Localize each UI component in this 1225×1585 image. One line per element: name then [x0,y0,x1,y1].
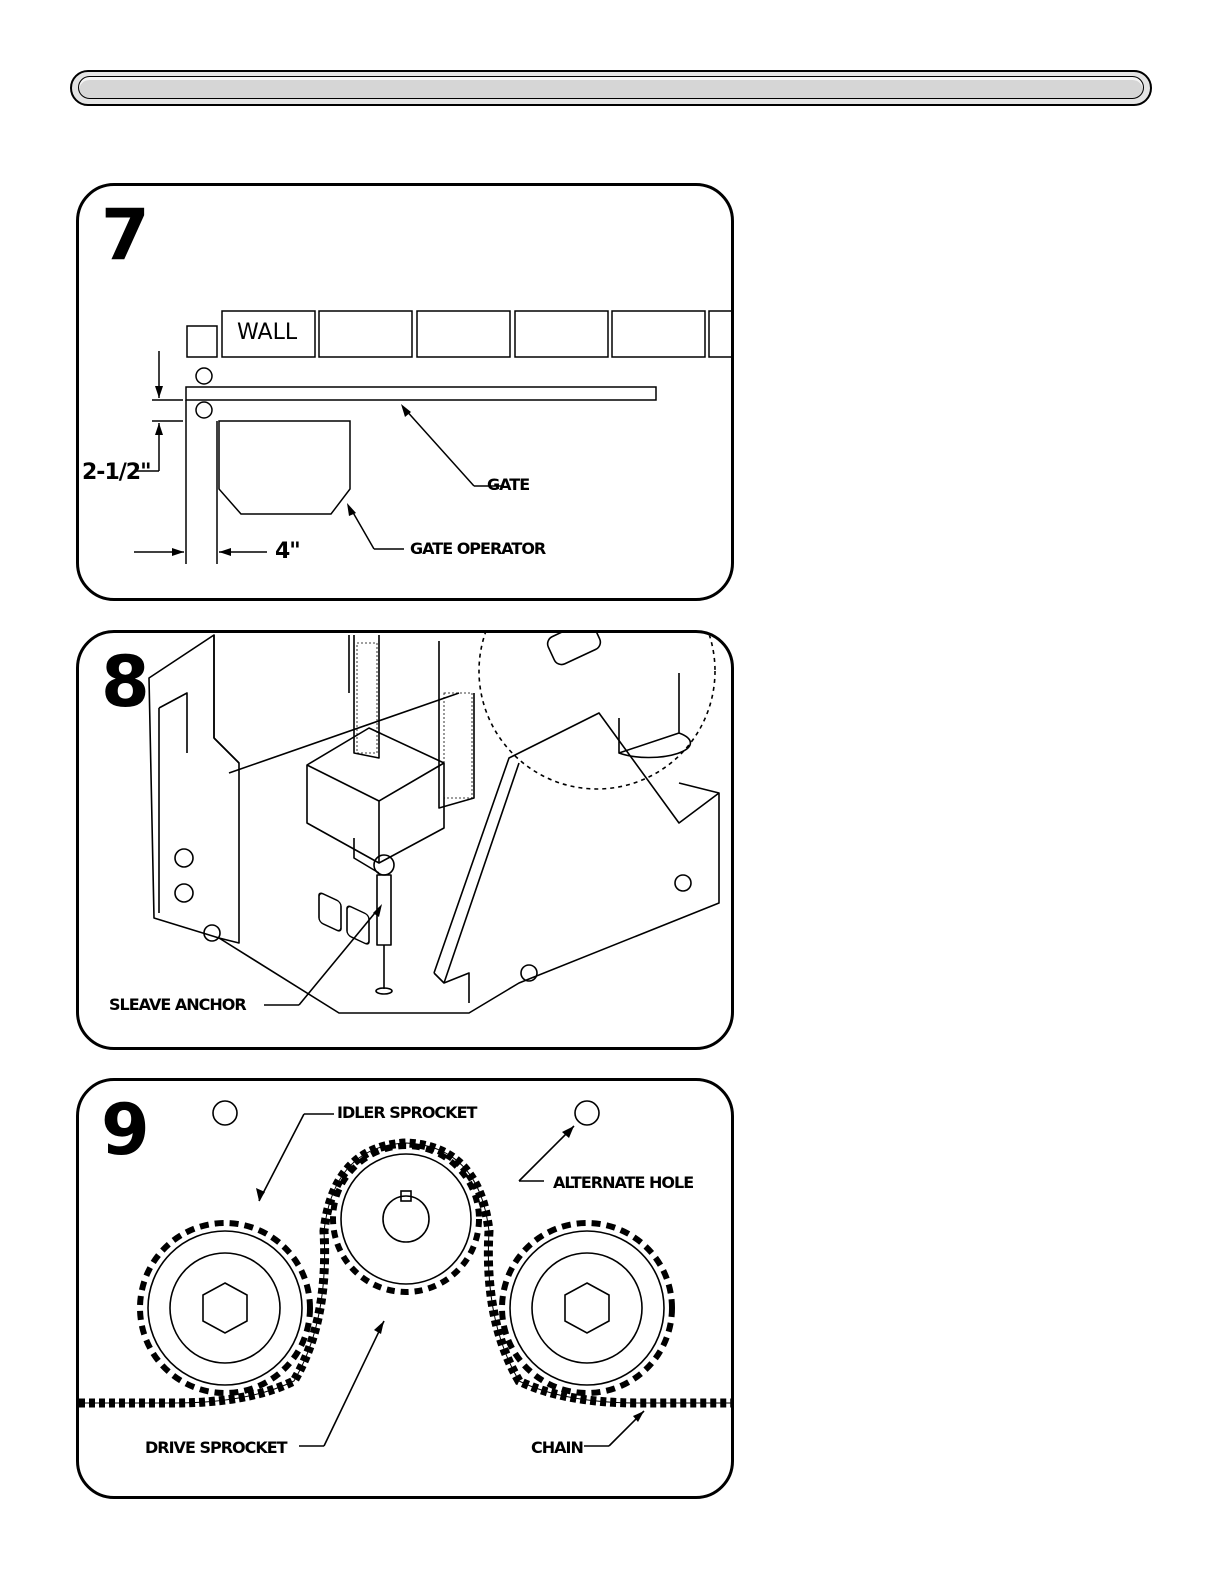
step-7-panel: 7 WALL GATE GATE OPERATOR 2-1/2" 4" [76,183,734,601]
idler-sprocket-label: IDLER SPROCKET [337,1103,476,1122]
left-bracket [149,635,239,943]
step-number: 7 [101,200,148,270]
wall-block [319,311,412,357]
gate-label: GATE [487,475,529,494]
alternate-hole [575,1101,599,1125]
wall-post [187,326,217,357]
chain-label: CHAIN [531,1438,583,1457]
right-hex-nut [565,1283,609,1333]
step-number: 9 [101,1095,148,1165]
sleave-anchor-label: SLEAVE ANCHOR [109,995,246,1014]
step-number: 8 [101,647,148,717]
wall-block [515,311,608,357]
gate-layout-diagram [79,186,734,601]
wall-block [612,311,705,357]
roller-top [196,368,212,384]
header-bar-inner [78,76,1144,99]
alternate-hole-label: ALTERNATE HOLE [553,1173,693,1192]
mounting-hole [213,1101,237,1125]
step-9-panel: 9 IDLER SPROCKET ALTERNATE HOLE DRIVE SP… [76,1078,734,1499]
left-hex-nut [203,1283,247,1333]
gate-operator-shape [219,421,350,514]
gate-bar [186,387,656,400]
drive-sprocket-teeth [333,1146,479,1292]
drive-sprocket-label: DRIVE SPROCKET [145,1438,287,1457]
step-8-panel: 8 SLEAVE ANCHOR [76,630,734,1050]
right-idler-sprocket [510,1231,664,1385]
right-idler-sprocket-teeth [502,1223,672,1393]
wall-block [709,311,734,357]
header-bar [70,70,1152,106]
clearance-dimension: 2-1/2" [82,460,151,485]
wall-block [417,311,510,357]
sprocket-chain-diagram [79,1081,734,1499]
wall-label: WALL [237,320,297,345]
drive-sprocket [341,1154,471,1284]
roller-bottom [196,402,212,418]
electrical-box [307,728,444,863]
anchor-bolt-head [374,855,394,875]
left-idler-sprocket-teeth [140,1223,310,1393]
operator-anchor-diagram [79,633,734,1050]
gate-operator-label: GATE OPERATOR [410,539,545,558]
offset-dimension: 4" [275,539,300,564]
outlet [319,892,341,932]
left-idler-sprocket [148,1231,302,1385]
